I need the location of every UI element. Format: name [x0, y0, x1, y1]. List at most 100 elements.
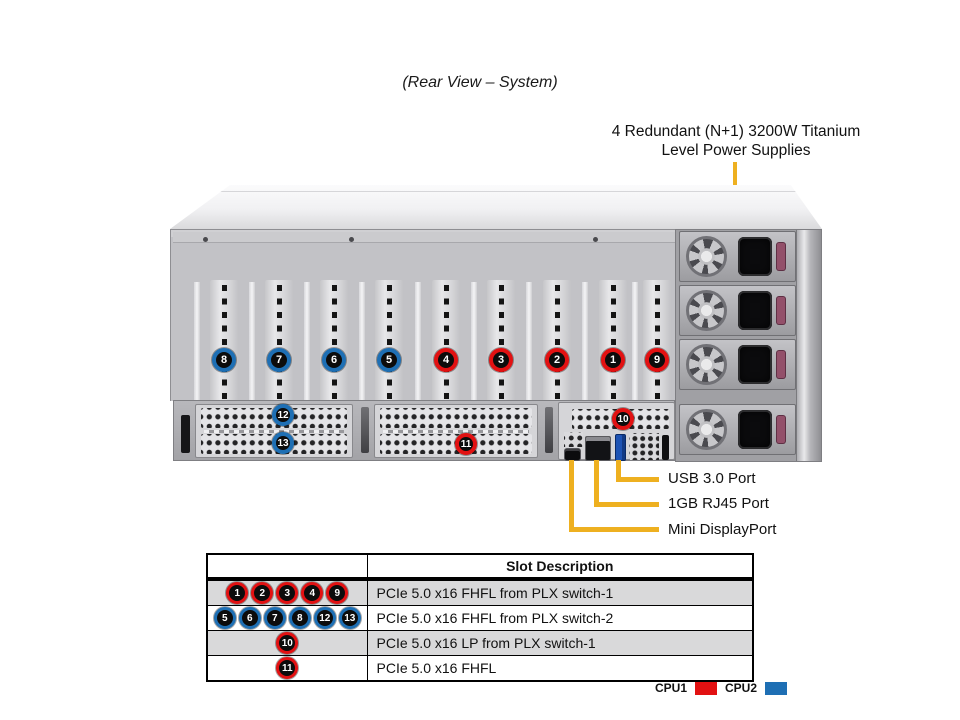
slot-1-badge: 1	[601, 348, 625, 372]
figure-title: (Rear View – System)	[402, 74, 558, 91]
slot-5-badge: 5	[213, 607, 236, 629]
vent-divider	[204, 430, 344, 433]
screw-icon	[203, 237, 208, 242]
psu-ac-inlet	[738, 345, 772, 384]
slot-2-badge: 2	[251, 582, 274, 604]
slot-4-badge: 4	[434, 348, 458, 372]
psu-ac-inlet	[738, 410, 772, 449]
slot-11-badge: 11	[276, 657, 299, 679]
psu-fan-icon	[686, 344, 727, 385]
vent-divider	[383, 430, 529, 433]
slot-separator	[358, 282, 365, 422]
slot-8-badge: 8	[212, 348, 236, 372]
panel-bracket	[361, 407, 369, 453]
slot-3-badge: 3	[276, 582, 299, 604]
slot-3-badge: 3	[489, 348, 513, 372]
slot-13-badge: 13	[272, 432, 294, 454]
usb-callout-line	[616, 477, 659, 482]
table-header-slot-description: Slot Description	[366, 553, 754, 581]
slot-9-badge: 9	[326, 582, 349, 604]
chassis-top-lid	[170, 185, 822, 229]
slot-2-badge: 2	[545, 348, 569, 372]
vent-grille	[564, 432, 583, 447]
slot-separator	[248, 282, 255, 422]
cpu-legend: CPU1 CPU2	[655, 681, 788, 695]
slot-10-badge: 10	[276, 632, 299, 654]
slot-9-badge: 9	[645, 348, 669, 372]
vent-grille	[380, 408, 532, 428]
table-cell-description: PCIe 5.0 x16 LP from PLX switch-1	[366, 630, 754, 656]
table-cell-description: PCIe 5.0 x16 FHFL from PLX switch-1	[366, 578, 754, 606]
slot-separator	[414, 282, 421, 422]
vent-grille	[629, 433, 659, 460]
chassis-right-rail	[796, 230, 821, 461]
psu-callout-line1: 4 Redundant (N+1) 3200W Titanium	[611, 123, 861, 140]
psu-callout-line2: Level Power Supplies	[661, 142, 811, 159]
cpu1-color-swatch	[695, 681, 718, 695]
usb3-port	[615, 434, 626, 461]
slot-separator	[194, 282, 200, 422]
chassis-top-band	[173, 232, 819, 243]
slot-separator	[303, 282, 310, 422]
screw-icon	[349, 237, 354, 242]
cpu2-color-swatch	[765, 681, 788, 695]
slot-7-badge: 7	[263, 607, 286, 629]
psu-fan-icon	[686, 290, 727, 331]
slot-10-badge: 10	[612, 408, 634, 430]
table-row: 10 PCIe 5.0 x16 LP from PLX switch-1	[206, 630, 754, 656]
slot-13-badge: 13	[338, 607, 361, 629]
minidp-callout-line	[569, 527, 659, 532]
rj45-callout-line	[594, 460, 599, 507]
cpu2-label: CPU2	[725, 681, 758, 695]
slot-5-badge: 5	[377, 348, 401, 372]
io-panel-slot-10: 10	[558, 402, 675, 461]
vent-panel-slots-12-13: 12 13	[195, 404, 353, 458]
psu-fan-icon	[686, 236, 727, 277]
psu-module-3	[679, 339, 796, 390]
psu-latch	[777, 416, 785, 443]
slot-1-badge: 1	[226, 582, 249, 604]
slot-separator	[582, 282, 588, 422]
psu-callout-label: 4 Redundant (N+1) 3200W Titanium Level P…	[590, 122, 882, 160]
slot-12-badge: 12	[313, 607, 336, 629]
slot-8-badge: 8	[288, 607, 311, 629]
chassis-left-latch	[181, 415, 190, 453]
panel-bracket	[545, 407, 553, 453]
vent-panel-slot-11: 11	[374, 404, 538, 458]
slot-4-badge: 4	[301, 582, 324, 604]
psu-module-1	[679, 231, 796, 282]
rj45-callout-line	[594, 502, 659, 507]
panel-latch	[662, 435, 669, 460]
rj45-port-label: 1GB RJ45 Port	[668, 495, 769, 512]
minidp-callout-line	[569, 460, 574, 532]
usb-callout-line	[616, 460, 621, 481]
slot-separator	[526, 282, 532, 422]
psu-bay-column	[675, 229, 822, 462]
cpu1-label: CPU1	[655, 681, 688, 695]
slot-12-badge: 12	[272, 404, 294, 426]
slot-6-badge: 6	[322, 348, 346, 372]
screw-icon	[593, 237, 598, 242]
rj45-port	[585, 436, 611, 461]
slot-6-badge: 6	[238, 607, 261, 629]
table-row: 11 PCIe 5.0 x16 FHFL	[206, 655, 754, 682]
table-header-row: Slot Description	[206, 553, 754, 581]
slot-7-badge: 7	[267, 348, 291, 372]
psu-latch	[777, 243, 785, 270]
table-cell-slots: 10	[206, 630, 368, 656]
psu-ac-inlet	[738, 237, 772, 276]
slot-11-badge: 11	[455, 433, 477, 455]
psu-fan-icon	[686, 409, 727, 450]
psu-module-4	[679, 404, 796, 455]
usb-port-label: USB 3.0 Port	[668, 470, 756, 487]
minidp-port-label: Mini DisplayPort	[668, 521, 777, 538]
table-cell-slots: 11	[206, 655, 368, 682]
table-cell-description: PCIe 5.0 x16 FHFL from PLX switch-2	[366, 605, 754, 631]
table-cell-description: PCIe 5.0 x16 FHFL	[366, 655, 754, 682]
